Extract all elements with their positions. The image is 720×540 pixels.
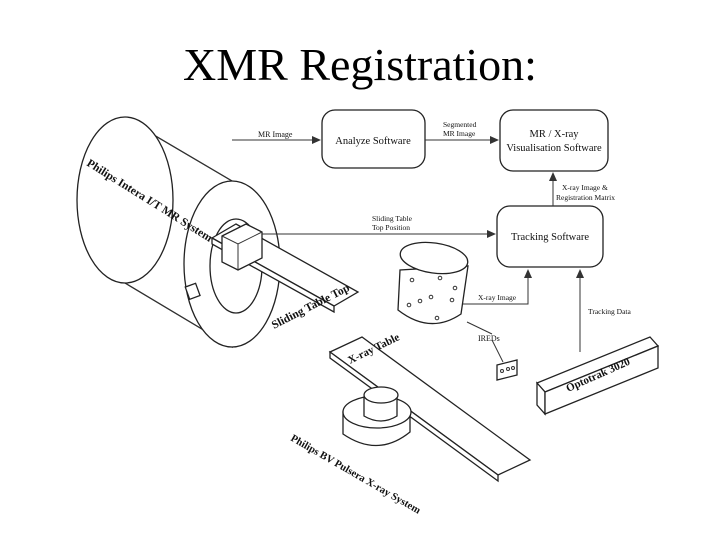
xray-table bbox=[328, 336, 532, 483]
svg-text:X-ray Image: X-ray Image bbox=[478, 293, 517, 302]
xray-tube bbox=[342, 386, 412, 447]
svg-text:Analyze Software: Analyze Software bbox=[335, 136, 411, 147]
svg-text:MR / X-ray: MR / X-ray bbox=[530, 129, 580, 140]
svg-text:IREDs: IREDs bbox=[478, 334, 500, 343]
svg-text:Sliding Table: Sliding Table bbox=[372, 214, 413, 223]
svg-text:Tracking Data: Tracking Data bbox=[588, 307, 632, 316]
arrow-segmented-mr-image: Segmented MR Image bbox=[425, 120, 499, 144]
arrow-xray-image: X-ray Image bbox=[453, 269, 532, 305]
optotrak-camera bbox=[535, 336, 660, 416]
ired-plate bbox=[496, 359, 518, 381]
svg-text:MR Image: MR Image bbox=[443, 129, 476, 138]
arrow-tracking-data: Tracking Data bbox=[576, 269, 632, 352]
svg-text:X-ray Image &: X-ray Image & bbox=[562, 183, 608, 192]
analyze-software-box: Analyze Software bbox=[321, 109, 426, 169]
svg-text:Registration Matrix: Registration Matrix bbox=[556, 193, 615, 202]
svg-text:Tracking Software: Tracking Software bbox=[511, 232, 589, 243]
bv-system-label: Philips BV Pulsera X-ray System bbox=[289, 433, 423, 517]
page-title: XMR Registration: bbox=[183, 39, 537, 90]
visualisation-software-box: MR / X-ray Visualisation Software bbox=[499, 109, 609, 172]
svg-text:MR Image: MR Image bbox=[258, 130, 293, 139]
svg-text:Visualisation Software: Visualisation Software bbox=[506, 143, 602, 154]
svg-text:Segmented: Segmented bbox=[443, 120, 477, 129]
image-intensifier bbox=[397, 241, 469, 325]
arrow-sliding-table-position: Sliding Table Top Position bbox=[262, 214, 496, 238]
patient-block bbox=[221, 223, 263, 271]
arrow-xray-registration: X-ray Image & Registration Matrix bbox=[549, 172, 615, 206]
arrow-mr-image: MR Image bbox=[232, 130, 321, 144]
tracking-software-box: Tracking Software bbox=[496, 205, 604, 268]
ireds-pointer: IREDs bbox=[466, 321, 504, 363]
svg-text:Top Position: Top Position bbox=[372, 223, 410, 232]
ired-markers bbox=[406, 275, 458, 321]
